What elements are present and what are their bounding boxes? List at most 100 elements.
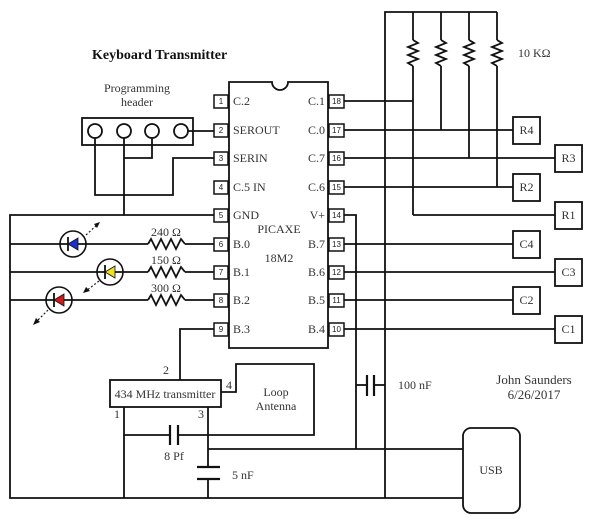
ic-pin-label: B.0	[233, 237, 250, 251]
transmitter-pin1: 1	[114, 407, 120, 421]
ic-pin-4: 4 C.5 IN	[213, 180, 266, 195]
ic-pin-label: V+	[310, 208, 326, 222]
programming-header	[81, 117, 194, 146]
keypad-row-r3: R3	[554, 144, 583, 173]
resistor-300	[147, 292, 186, 308]
ic-pin-17: 17 C.0	[308, 123, 345, 138]
diagram-title: Keyboard Transmitter	[92, 48, 227, 63]
resistor-240	[147, 236, 186, 252]
transmitter-data-wire	[179, 328, 214, 380]
ic-pin-number: 12	[332, 268, 341, 277]
ic-pin-number: 13	[332, 240, 341, 249]
ic-pin-label: B.7	[308, 237, 325, 251]
ic-pin-label: C.5 IN	[233, 180, 266, 194]
gnd-rail	[9, 214, 463, 499]
capacitor-100nf-label: 100 nF	[398, 378, 432, 392]
keypad-col-c2: C2	[512, 286, 541, 315]
keypad-row-r2: R2	[512, 173, 541, 202]
ic-pin-3: 3 SERIN	[213, 151, 268, 166]
author-name: John Saunders	[496, 372, 571, 387]
ic-pin-number: 7	[219, 268, 224, 277]
ic-pin-number: 15	[332, 183, 341, 192]
ic-pin-number: 2	[219, 126, 224, 135]
ic-pin-18: 18C.1	[308, 94, 345, 109]
keypad-row-label: R3	[561, 151, 575, 165]
ic-pin-number: 6	[219, 240, 224, 249]
keypad-row-label: R4	[519, 123, 533, 137]
keypad-row-label: R2	[519, 180, 533, 194]
usb-connector: USB	[462, 427, 521, 514]
keypad-col-c4: C4	[512, 230, 541, 259]
blue-led-icon	[59, 222, 100, 258]
author-date: 6/26/2017	[508, 387, 561, 402]
ic-pin-number: 17	[332, 126, 341, 135]
keypad-col-label: C3	[561, 265, 575, 279]
vplus-rail	[344, 11, 497, 498]
transmitter-label: 434 MHz transmitter	[115, 387, 216, 401]
ic-pin-number: 14	[332, 211, 341, 220]
keypad-row-label: R1	[561, 208, 575, 222]
yellow-led-icon	[83, 258, 124, 293]
ic-pin-label: C.0	[308, 123, 325, 137]
pullup-resistors	[405, 12, 505, 67]
capacitor-100nf	[356, 375, 385, 396]
usb-label: USB	[479, 463, 502, 477]
ic-pin-number: 11	[332, 296, 341, 305]
keypad-col-label: C1	[561, 322, 575, 336]
ic-right-pins: 18C.117C.016C.715C.614V+13B.712B.611B.51…	[308, 94, 345, 337]
ic-pin-label: B.2	[233, 293, 250, 307]
ic-pin-2: 2 SEROUT	[213, 123, 280, 138]
pullup-value-label: 10 KΩ	[518, 46, 551, 60]
ic-pin-label: C.6	[308, 180, 325, 194]
ic-pin-number: 3	[219, 154, 224, 163]
ic-pin-number: 8	[219, 296, 224, 305]
ic-pin-label: B.6	[308, 265, 325, 279]
ic-pin-label: GND	[233, 208, 259, 222]
ic-pin-label: SEROUT	[233, 123, 280, 137]
ic-pin-number: 5	[219, 211, 224, 220]
capacitor-5nf-label: 5 nF	[232, 468, 254, 482]
transmitter-pin3: 3	[198, 407, 204, 421]
ic-pin-label: B.1	[233, 265, 250, 279]
ic-pin-10: 10B.4	[308, 322, 345, 337]
ic-pin-label: SERIN	[233, 151, 268, 165]
resistor-300-label: 300 Ω	[151, 281, 181, 295]
ic-pin-number: 1	[219, 97, 224, 106]
keypad-col-c1: C1	[554, 315, 583, 344]
resistor-150-label: 150 Ω	[151, 253, 181, 267]
transmitter-module: 434 MHz transmitter 2 4 1 3	[109, 363, 232, 421]
keypad-row-r4: R4	[512, 116, 541, 145]
antenna-label-line1: Loop	[263, 385, 288, 399]
resistor-240-label: 240 Ω	[151, 225, 181, 239]
pullup-resistor-2	[433, 12, 449, 67]
pullup-resistor-3	[461, 12, 477, 67]
ic-name-line1: PICAXE	[257, 222, 300, 236]
ic-pin-number: 10	[332, 325, 341, 334]
ic-pin-14: 14 V+	[310, 208, 345, 223]
ic-pin-1: 1 C.2	[213, 94, 250, 109]
ic-pin-number: 9	[219, 325, 224, 334]
ic-pin-number: 16	[332, 154, 341, 163]
ic-pin-number: 4	[219, 183, 224, 192]
header-label-line2: header	[121, 95, 153, 109]
transmitter-pin4: 4	[226, 378, 232, 392]
capacitor-8pf	[168, 425, 180, 445]
capacitor-8pf-label: 8 Pf	[164, 449, 184, 463]
antenna-label-line2: Antenna	[256, 399, 297, 413]
ic-left-pins: 1 C.2 2 SEROUT 3 SERIN 4 C.5 IN 5 GND 6 B.0 7 B.1 8 B.2…	[213, 94, 280, 337]
ic-pin-11: 11B.5	[308, 293, 345, 308]
picaxe-ic: PICAXE 18M2	[228, 81, 329, 349]
transmitter-power-wiring	[123, 407, 463, 498]
ic-pin-label: B.3	[233, 322, 250, 336]
keypad-col-label: C4	[519, 237, 533, 251]
ic-pin-label: C.2	[233, 94, 250, 108]
ic-pin-5: 5 GND	[213, 208, 259, 223]
ic-pin-15: 15 C.6	[308, 180, 345, 195]
ic-pin-7: 7 B.1	[213, 265, 250, 280]
ic-pin-number: 18	[332, 97, 341, 106]
transmitter-pin2: 2	[163, 363, 169, 377]
capacitor-5nf	[197, 465, 220, 481]
pullup-resistor-4	[489, 12, 505, 67]
header-label-line1: Programming	[104, 81, 170, 95]
